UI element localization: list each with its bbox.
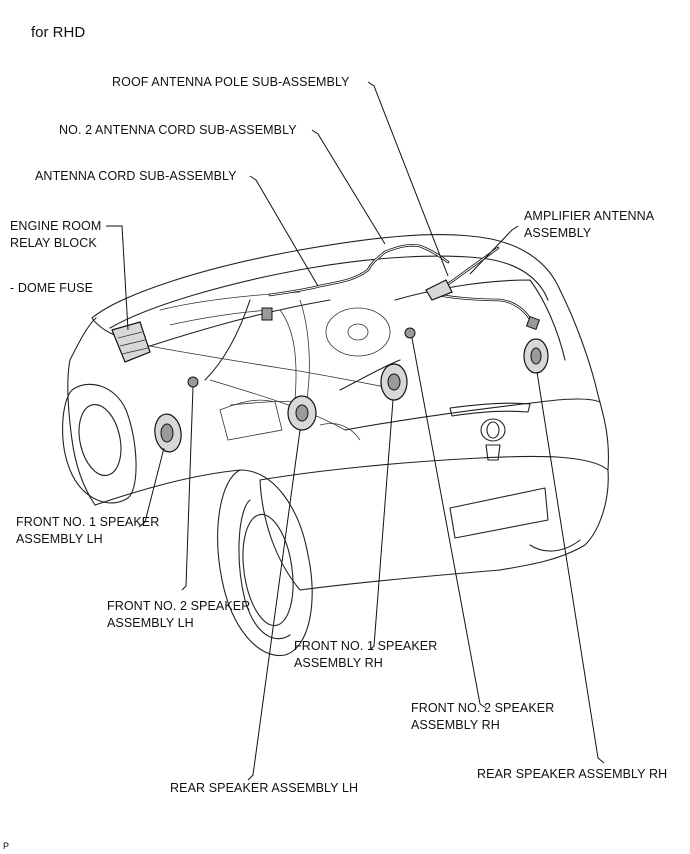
antenna-connector bbox=[525, 315, 541, 331]
rear-speaker-lh bbox=[287, 395, 317, 431]
car-body bbox=[67, 234, 609, 591]
page-title: for RHD bbox=[31, 24, 86, 41]
front-no2-speaker-lh bbox=[187, 376, 199, 388]
rear-speaker-rh bbox=[523, 338, 549, 374]
label-front-no1-rh-1: FRONT NO. 1 SPEAKER bbox=[294, 639, 438, 653]
antenna-cords bbox=[261, 243, 541, 331]
label-front-no1-rh-2: ASSEMBLY RH bbox=[294, 656, 383, 670]
label-front-no2-lh-1: FRONT NO. 2 SPEAKER bbox=[107, 599, 251, 613]
wheels bbox=[62, 383, 581, 657]
leader-lines bbox=[106, 81, 605, 781]
label-front-no2-rh-1: FRONT NO. 2 SPEAKER bbox=[411, 701, 555, 715]
label-amplifier-antenna-2: ASSEMBLY bbox=[524, 226, 592, 240]
footer-code: P bbox=[3, 841, 10, 851]
front-no1-speaker-lh bbox=[154, 413, 182, 453]
label-dome-fuse: - DOME FUSE bbox=[10, 281, 94, 295]
label-amplifier-antenna-1: AMPLIFIER ANTENNA bbox=[524, 209, 655, 223]
front-no2-speaker-rh bbox=[404, 327, 416, 339]
label-antenna-cord: ANTENNA CORD SUB-ASSEMBLY bbox=[35, 169, 237, 183]
label-front-no2-lh-2: ASSEMBLY LH bbox=[107, 616, 194, 630]
label-rear-speaker-lh: REAR SPEAKER ASSEMBLY LH bbox=[170, 781, 359, 795]
label-roof-antenna-pole: ROOF ANTENNA POLE SUB-ASSEMBLY bbox=[112, 75, 350, 89]
roof-antenna-base bbox=[425, 279, 453, 301]
label-front-no2-rh-2: ASSEMBLY RH bbox=[411, 718, 500, 732]
front-no1-speaker-rh bbox=[380, 363, 408, 401]
label-engine-room-relay-1: ENGINE ROOM bbox=[10, 219, 102, 233]
engine-room-relay-block bbox=[111, 321, 151, 363]
label-rear-speaker-rh: REAR SPEAKER ASSEMBLY RH bbox=[477, 767, 668, 781]
label-engine-room-relay-2: RELAY BLOCK bbox=[10, 236, 97, 250]
label-front-no1-lh-1: FRONT NO. 1 SPEAKER bbox=[16, 515, 160, 529]
label-front-no1-lh-2: ASSEMBLY LH bbox=[16, 532, 103, 546]
label-no2-antenna-cord: NO. 2 ANTENNA CORD SUB-ASSEMBLY bbox=[59, 123, 297, 137]
